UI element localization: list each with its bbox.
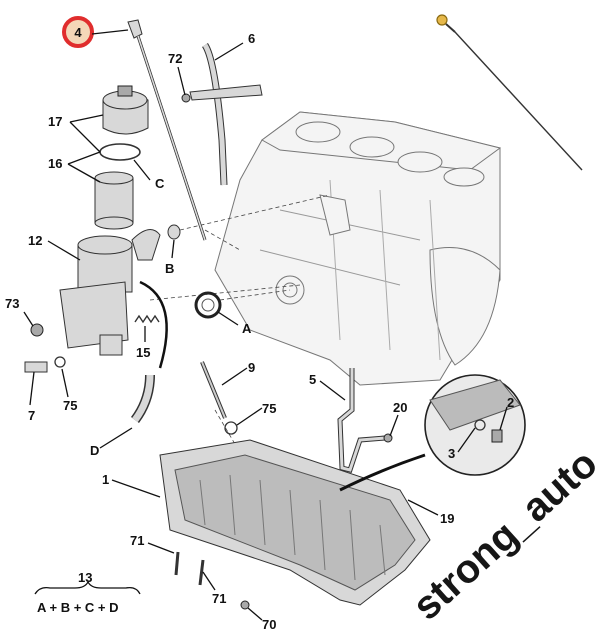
filter-housing xyxy=(59,224,181,356)
callout-75-right[interactable]: 75 xyxy=(262,401,276,416)
callout-19[interactable]: 19 xyxy=(440,511,454,526)
callout-15[interactable]: 15 xyxy=(136,345,150,360)
spring-part xyxy=(134,314,160,324)
detail-inset xyxy=(424,374,526,476)
callout-12[interactable]: 12 xyxy=(28,233,42,248)
guide-tube xyxy=(181,43,263,186)
callout-9[interactable]: 9 xyxy=(248,360,255,375)
callout-16[interactable]: 16 xyxy=(48,156,62,171)
callout-70[interactable]: 70 xyxy=(262,617,276,632)
kit-formula: A + B + C + D xyxy=(37,600,119,615)
leader-lines xyxy=(23,42,508,621)
callout-A[interactable]: A xyxy=(242,321,252,336)
callout-C[interactable]: C xyxy=(155,176,165,191)
seal-part xyxy=(194,291,222,319)
callout-1[interactable]: 1 xyxy=(102,472,109,487)
callout-2[interactable]: 2 xyxy=(507,395,514,410)
dipstick-part xyxy=(436,14,583,171)
pan-bolts xyxy=(174,551,250,610)
callout-71-left[interactable]: 71 xyxy=(130,533,144,548)
dipstick-tube xyxy=(127,19,207,241)
level-sensor xyxy=(200,361,238,435)
filter-element xyxy=(94,171,134,230)
engine-block xyxy=(214,111,502,386)
callout-6[interactable]: 6 xyxy=(248,31,255,46)
callout-20[interactable]: 20 xyxy=(393,400,407,415)
gasket-curve xyxy=(139,280,168,369)
sensor-part xyxy=(24,356,66,373)
callout-5[interactable]: 5 xyxy=(309,372,316,387)
hose-part xyxy=(130,374,155,423)
callout-73[interactable]: 73 xyxy=(5,296,19,311)
oil-pan xyxy=(159,439,431,606)
callout-17[interactable]: 17 xyxy=(48,114,62,129)
callout-72[interactable]: 72 xyxy=(168,51,182,66)
callout-4-label: 4 xyxy=(74,25,82,40)
callout-B[interactable]: B xyxy=(165,261,174,276)
callout-labels: 6 72 17 16 C 12 B 73 A 15 7 75 9 75 5 20… xyxy=(5,31,514,632)
callout-71-bottom[interactable]: 71 xyxy=(212,591,226,606)
callout-3[interactable]: 3 xyxy=(448,446,455,461)
callout-13[interactable]: 13 xyxy=(78,570,92,585)
bolt-part xyxy=(30,323,44,337)
callout-7[interactable]: 7 xyxy=(28,408,35,423)
o-ring xyxy=(99,143,141,161)
kit-legend: 13 A + B + C + D xyxy=(34,570,141,615)
callout-4[interactable]: 4 xyxy=(62,16,129,48)
watermark-text: strong_auto xyxy=(405,441,600,628)
callout-D[interactable]: D xyxy=(90,443,99,458)
filter-cap xyxy=(102,85,149,135)
callout-75-left[interactable]: 75 xyxy=(63,398,77,413)
